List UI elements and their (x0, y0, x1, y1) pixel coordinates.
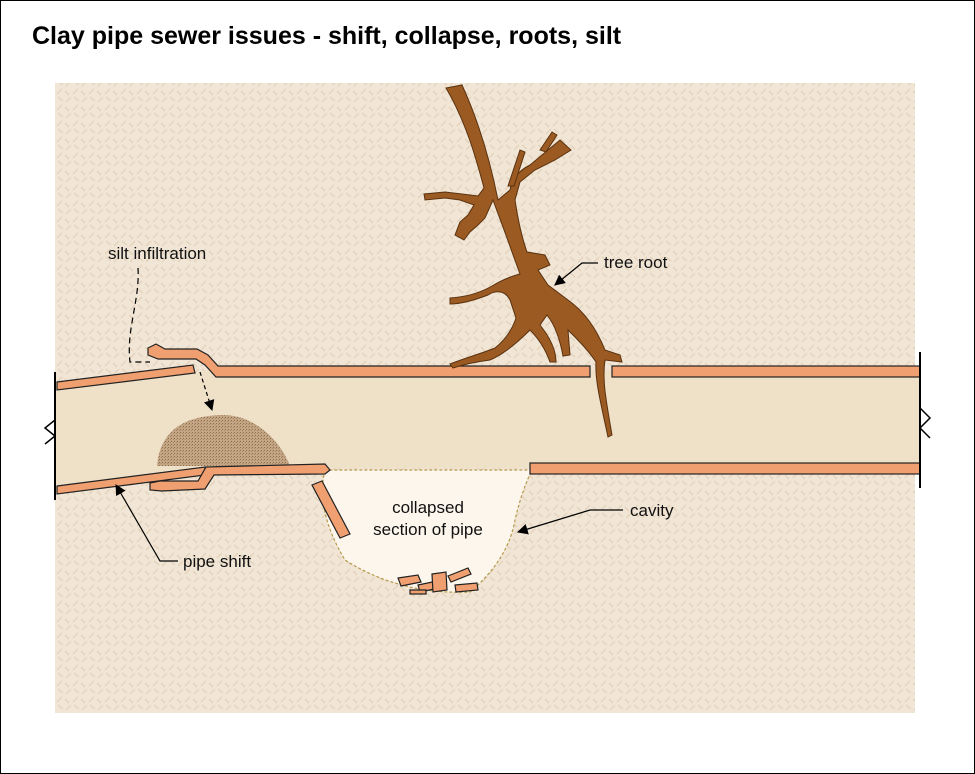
cavity (321, 469, 533, 593)
break-lines (43, 352, 932, 500)
diagram-title: Clay pipe sewer issues - shift, collapse… (32, 22, 622, 50)
collapsed-pipe-pieces (311, 480, 479, 595)
label-silt-infiltration: silt infiltration (108, 244, 206, 263)
label-pipe-shift: pipe shift (183, 552, 251, 571)
leader-lines (115, 262, 623, 562)
label-collapsed-line2: section of pipe (373, 520, 483, 539)
shifted-pipe-segment (56, 364, 206, 495)
label-collapsed-line1: collapsed (392, 498, 464, 517)
tree-root (423, 84, 623, 438)
label-cavity: cavity (630, 501, 674, 520)
label-tree-root: tree root (604, 253, 668, 272)
silt-mound (157, 415, 290, 466)
